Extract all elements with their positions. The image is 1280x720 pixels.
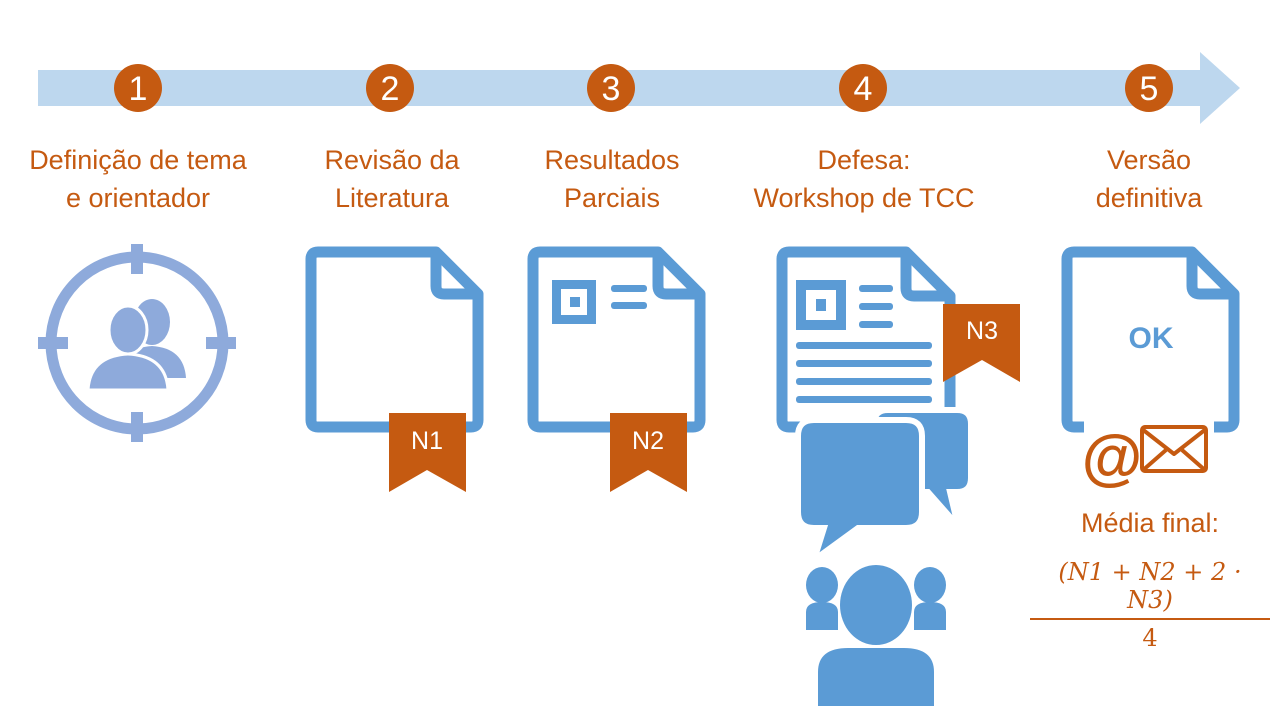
step-number-4: 4 (839, 64, 887, 112)
blank-document-icon (305, 246, 484, 433)
svg-text:1: 1 (129, 70, 148, 108)
grade-badge-n3: N3 (943, 304, 1020, 382)
grade-badge-n2: N2 (610, 413, 687, 492)
svg-text:2: 2 (381, 70, 400, 108)
ok-label: OK (1129, 322, 1174, 355)
timeline-arrow (38, 52, 1240, 124)
svg-text:N3: N3 (966, 317, 998, 345)
step-title-2: Revisão da Literatura (324, 145, 460, 213)
step-number-1: 1 (114, 64, 162, 112)
speech-bubbles-icon (795, 407, 974, 568)
step-title-4: Defesa: Workshop de TCC (753, 145, 975, 213)
step-title-3: Resultados Parciais (544, 145, 680, 213)
svg-text:N1: N1 (411, 427, 443, 455)
full-document-icon (776, 246, 956, 433)
partial-document-icon (527, 246, 706, 433)
at-symbol: @ (1082, 423, 1142, 492)
final-grade-label: Média final: (1080, 508, 1220, 538)
svg-text:N2: N2 (632, 427, 664, 455)
svg-text:4: 4 (854, 70, 873, 108)
email-icon: @ (1082, 420, 1214, 492)
svg-text:3: 3 (602, 70, 621, 108)
step-number-5: 5 (1125, 64, 1173, 112)
target-people-icon (38, 244, 236, 442)
formula-denominator: 4 (1142, 624, 1158, 652)
formula-numerator: (N1 + N2 + 2 · N3) (1030, 558, 1270, 620)
svg-text:5: 5 (1140, 70, 1159, 108)
step-title-5: Versão definitiva (1095, 145, 1203, 213)
grade-badge-n1: N1 (389, 413, 466, 492)
step-number-3: 3 (587, 64, 635, 112)
audience-icon (806, 565, 946, 706)
step-title-1: Definição de tema e orientador (29, 145, 247, 213)
final-document-icon: OK (1061, 246, 1240, 433)
final-grade-formula: (N1 + N2 + 2 · N3) 4 (1030, 558, 1270, 652)
step-number-2: 2 (366, 64, 414, 112)
